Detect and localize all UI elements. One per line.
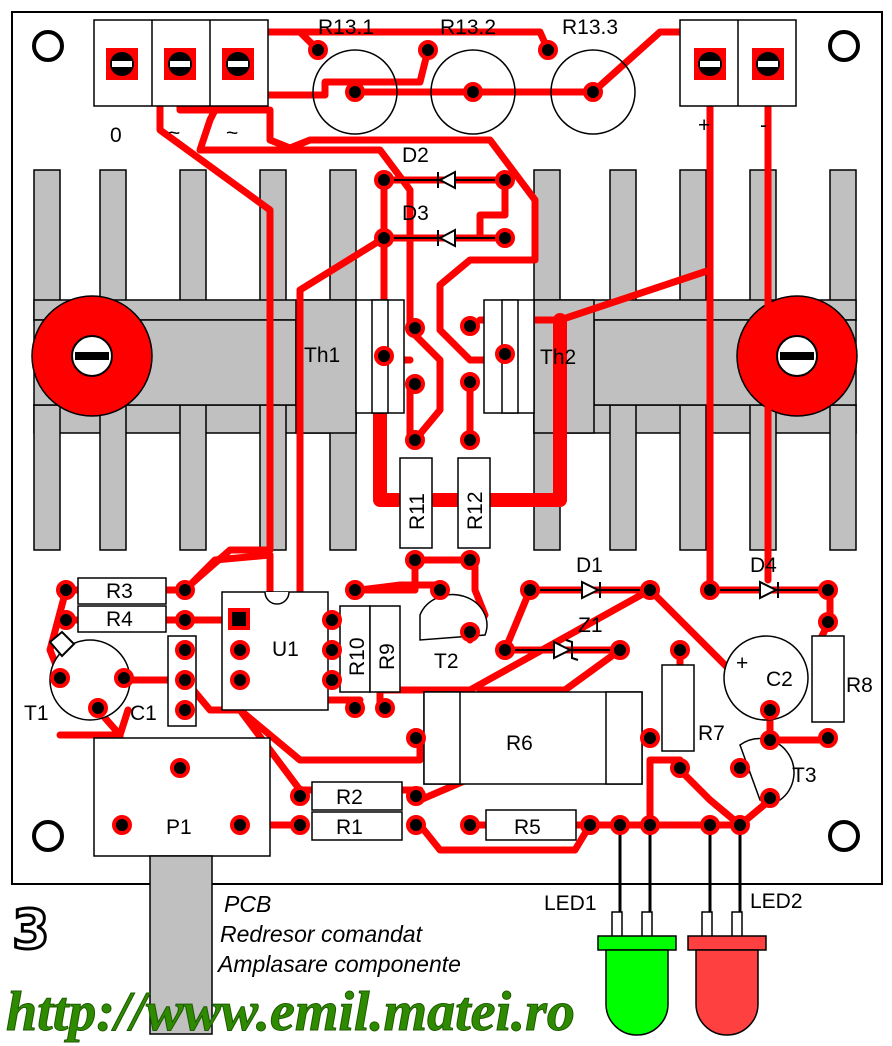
- label-r2: R2: [336, 786, 363, 809]
- label-r13-3: R13.3: [562, 16, 618, 39]
- label-led1: LED1: [544, 892, 597, 915]
- diode-d3-icon: [384, 228, 505, 248]
- resistor-r8: [811, 635, 845, 723]
- resistor-r1: [311, 811, 403, 841]
- label-led2: LED2: [750, 890, 803, 913]
- label-z1: Z1: [578, 614, 603, 637]
- website-url[interactable]: http://www.emil.matei.ro: [6, 981, 576, 1044]
- label-r7: R7: [698, 722, 725, 745]
- label-d1: D1: [576, 554, 603, 577]
- label-r9: R9: [376, 643, 399, 670]
- mount-screw-left: [31, 295, 153, 417]
- potentiometer-p1: [93, 737, 271, 857]
- label-c2: C2: [766, 668, 793, 691]
- label-r6: R6: [506, 732, 533, 755]
- label-r10: R10: [346, 637, 369, 676]
- terminal-label-plus: +: [698, 114, 710, 137]
- zener-z1-icon: [505, 639, 620, 661]
- label-p1: P1: [166, 816, 192, 839]
- resistor-r9: [369, 605, 401, 693]
- resistor-r7: [661, 664, 695, 752]
- heatsink-left: [33, 169, 357, 551]
- label-r11: R11: [406, 493, 429, 530]
- resistor-r3: [77, 577, 167, 605]
- ic-u1-notch-icon: [264, 591, 290, 605]
- label-th1: Th1: [304, 344, 340, 367]
- resistor-r2: [311, 781, 403, 811]
- label-t2: T2: [434, 650, 459, 673]
- label-r5: R5: [514, 816, 541, 839]
- t1-tab-icon: [48, 630, 76, 658]
- label-r4: R4: [106, 608, 133, 631]
- led2-icon: [687, 911, 767, 1036]
- resistor-r12: [457, 457, 491, 549]
- label-d3: D3: [402, 202, 429, 225]
- resistor-r11: [399, 457, 433, 549]
- diode-d4-icon: [710, 580, 830, 600]
- caption-line-3: Amplasare componente: [216, 951, 461, 977]
- r6-cap-left: [423, 691, 461, 785]
- label-r8: R8: [846, 674, 873, 697]
- label-d4: D4: [750, 554, 777, 577]
- terminal-label-ac1: ~: [168, 122, 180, 145]
- terminal-label-minus: -: [760, 114, 767, 137]
- transistor-t3: [739, 737, 795, 801]
- diode-d1-icon: [530, 580, 650, 600]
- figure-number: 3: [12, 898, 50, 961]
- terminal-label-0: 0: [110, 124, 122, 147]
- label-c2-plus: +: [736, 652, 748, 675]
- caption-line-1: PCB: [224, 891, 271, 917]
- resistor-r10: [339, 605, 371, 693]
- label-c1: C1: [130, 702, 157, 725]
- label-r13-2: R13.2: [440, 16, 496, 39]
- label-r13-1: R13.1: [318, 16, 374, 39]
- label-t3: T3: [792, 764, 817, 787]
- mount-screw-right: [736, 295, 858, 417]
- diode-d2-icon: [384, 170, 505, 190]
- caption-line-2: Redresor comandat: [220, 921, 424, 947]
- label-th2: Th2: [540, 346, 576, 369]
- label-r12: R12: [464, 491, 487, 530]
- u1-pin1-pad: [228, 608, 250, 630]
- capacitor-c2: [723, 635, 809, 721]
- solder-pads: [50, 40, 838, 835]
- label-u1: U1: [272, 638, 299, 661]
- label-r3: R3: [106, 580, 133, 603]
- resistor-r4: [77, 605, 167, 633]
- p1-shaft: [149, 855, 213, 1035]
- r6-cap-right: [605, 691, 643, 785]
- mount-hole-icons: [32, 30, 860, 852]
- label-r1: R1: [336, 816, 363, 839]
- label-d2: D2: [402, 144, 429, 167]
- resistor-r5: [485, 809, 577, 841]
- r13-resistors: [312, 49, 636, 135]
- led1-icon: [597, 911, 677, 1036]
- terminal-label-ac2: ~: [226, 122, 238, 145]
- terminal-pads: [106, 48, 784, 80]
- label-t1: T1: [24, 702, 49, 725]
